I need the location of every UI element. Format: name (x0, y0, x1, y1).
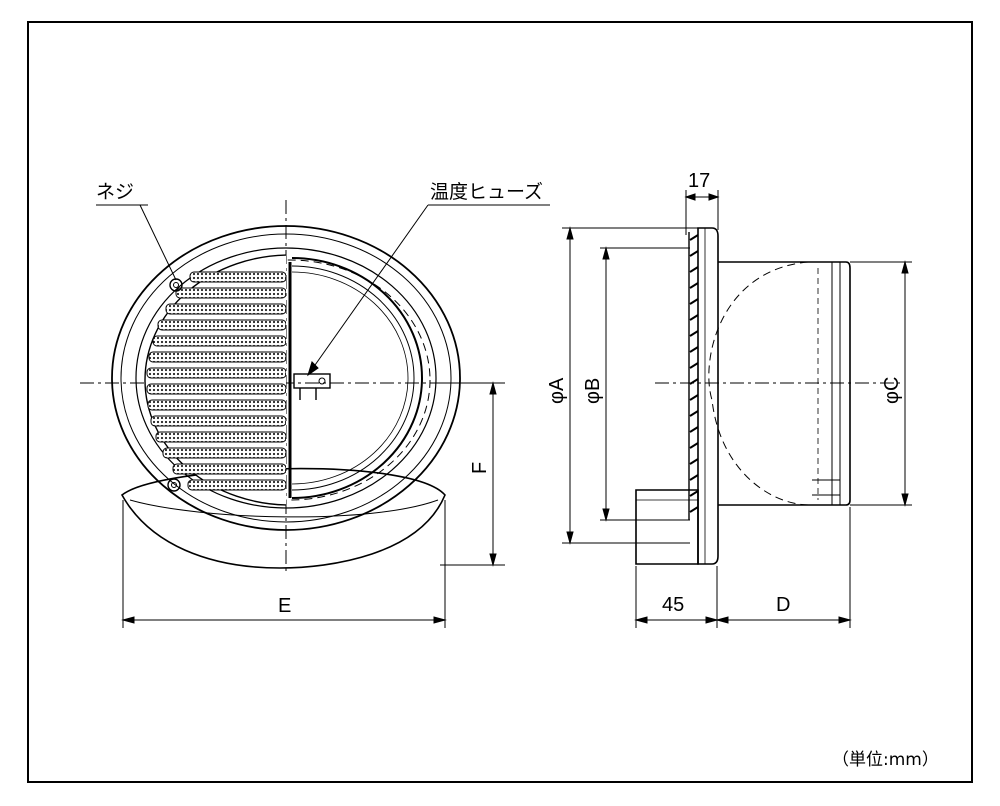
drawing-frame (27, 21, 973, 783)
label-screw: ネジ (96, 181, 134, 203)
label-dim-e: E (278, 595, 291, 617)
label-dim-17: 17 (688, 170, 710, 192)
grille-opening-right (291, 257, 423, 499)
side-view (635, 227, 900, 565)
label-phi-c: φC (881, 377, 903, 404)
grille-louvers-left (144, 254, 286, 506)
label-temperature-fuse: 温度ヒューズ (430, 181, 543, 203)
label-dim-d: D (776, 594, 790, 616)
temperature-fuse (293, 373, 331, 389)
leaders-front (96, 204, 550, 377)
outer-ring (111, 225, 461, 531)
label-dim-f: F (469, 462, 491, 474)
label-phi-a: φA (546, 377, 568, 404)
duct-body (718, 261, 851, 506)
unit-note: （単位:mm） (832, 750, 939, 770)
louver-hatching (689, 234, 699, 513)
bottom-drain (635, 489, 699, 565)
screw-bottom (167, 478, 181, 492)
flange-plate (697, 227, 719, 565)
internal-dome (708, 261, 811, 506)
label-phi-b: φB (582, 378, 604, 404)
dimensions-front (121, 381, 505, 628)
front-view (80, 200, 505, 575)
dimensions-side (562, 190, 912, 628)
label-dim-45: 45 (662, 594, 684, 616)
